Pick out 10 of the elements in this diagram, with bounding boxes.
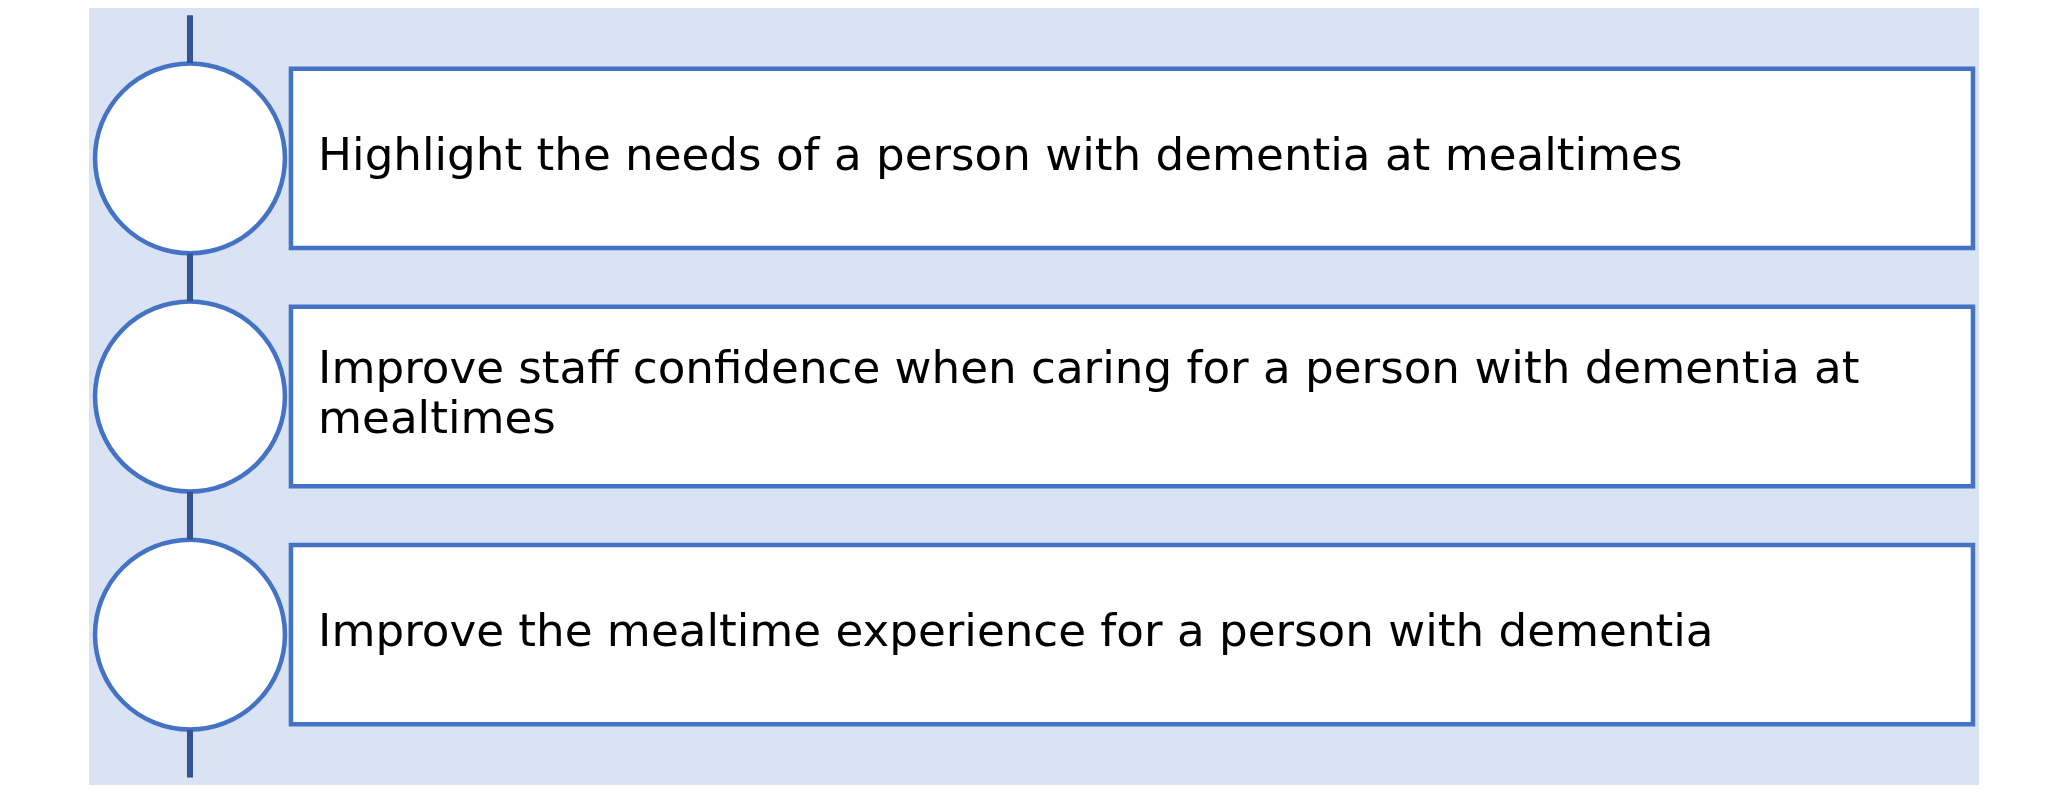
node-box: Improve the mealtime experience for a person with dementia (288, 542, 1975, 727)
node-circle (92, 537, 287, 732)
connector (186, 729, 193, 778)
node-circle (92, 61, 287, 256)
connector (186, 253, 193, 302)
node-box: Improve staff confidence when caring for a person with dementia at mealtimes (288, 304, 1975, 489)
connector (186, 15, 193, 64)
node-circle (92, 299, 287, 494)
connector (186, 491, 193, 540)
node-box: Highlight the needs of a person with dementia at mealtimes (288, 66, 1975, 251)
